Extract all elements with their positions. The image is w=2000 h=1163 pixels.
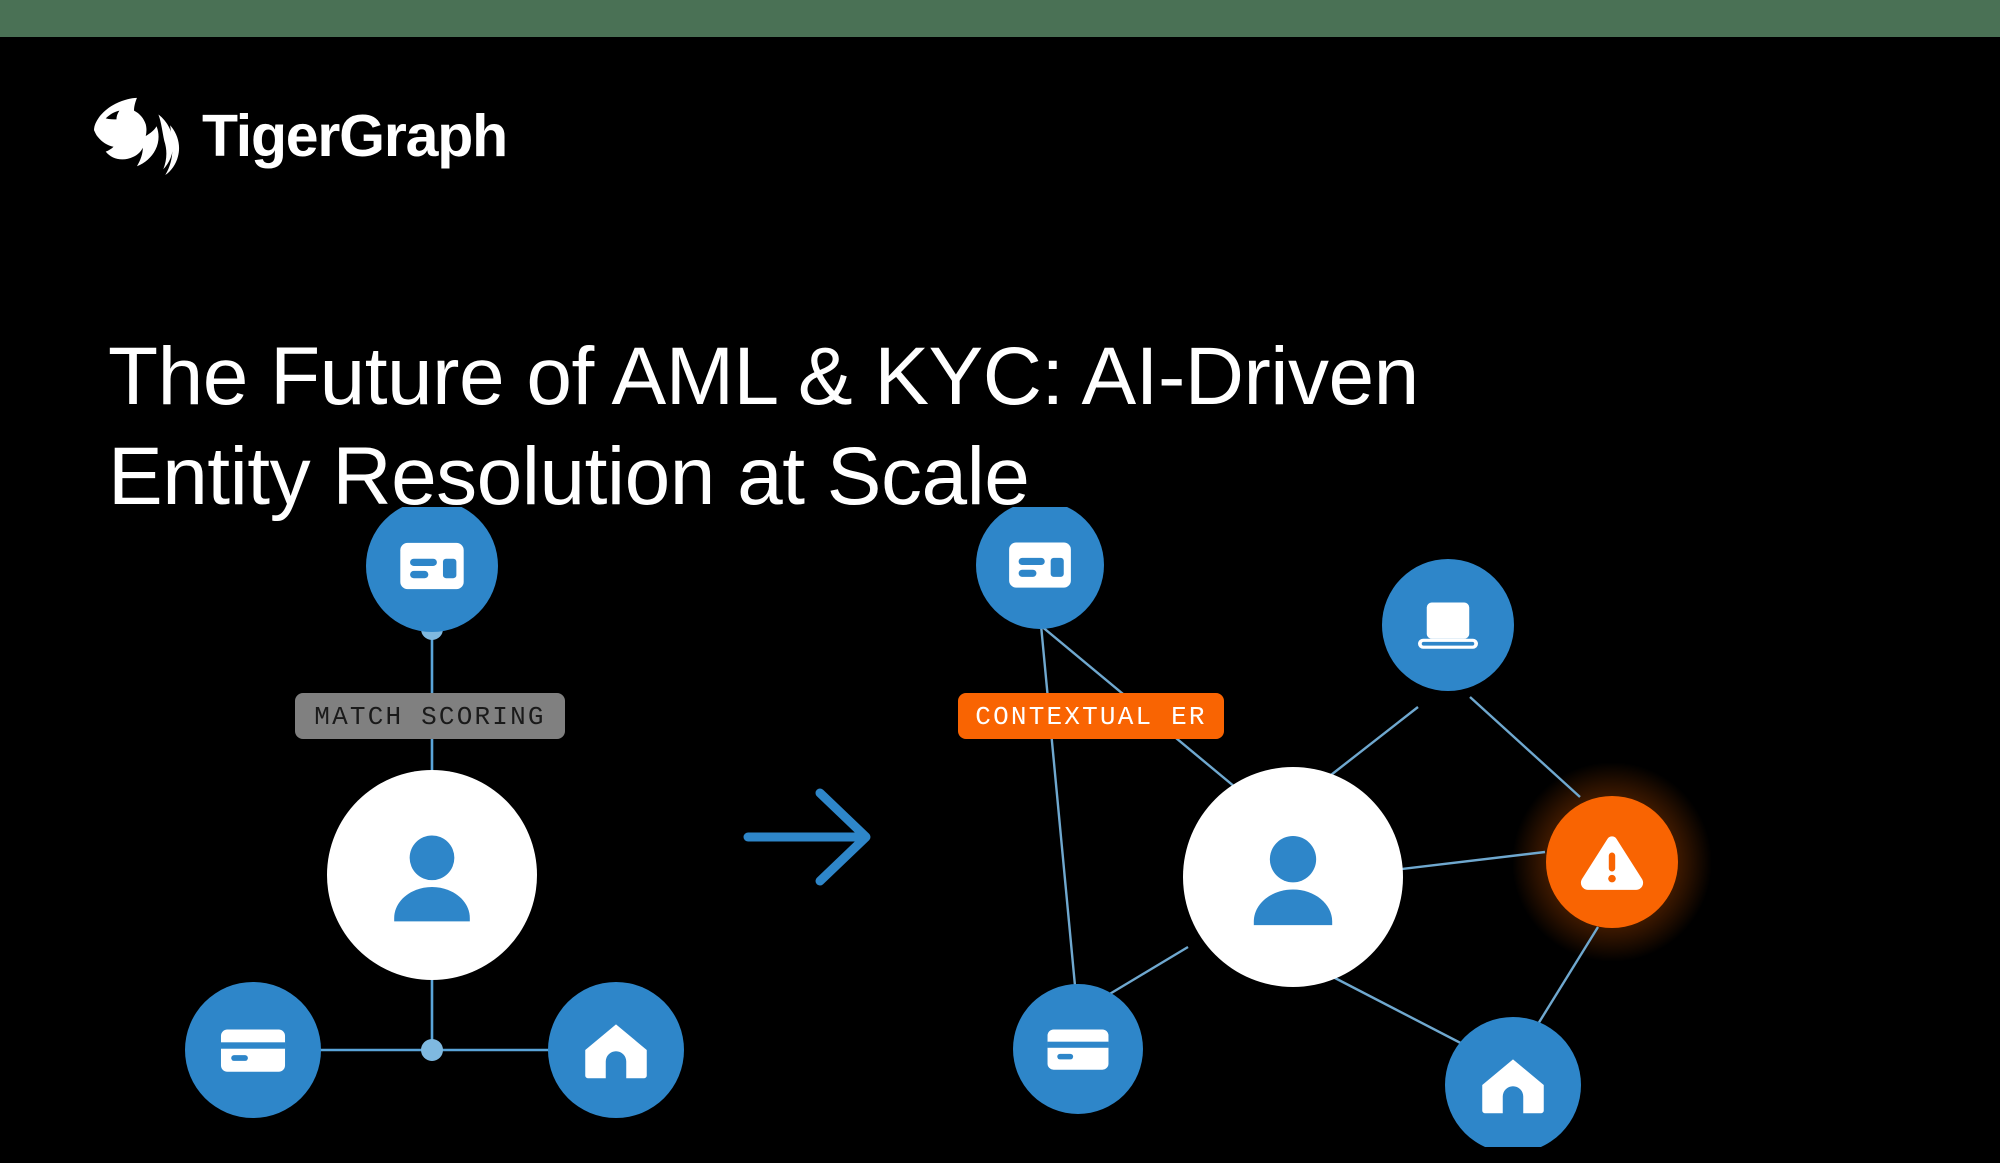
right-node-id-card[interactable] — [976, 507, 1104, 629]
credit-card-icon — [220, 1029, 286, 1072]
right-graph-label-text: CONTEXTUAL ER — [975, 702, 1206, 732]
brand-logo: TigerGraph — [86, 95, 508, 177]
left-node-id-card[interactable] — [366, 507, 498, 632]
left-graph-label-text: MATCH SCORING — [314, 702, 545, 732]
left-node-home[interactable] — [548, 982, 684, 1118]
laptop-icon — [1418, 602, 1478, 649]
left-graph-label[interactable]: MATCH SCORING — [295, 693, 565, 739]
left-node-person[interactable] — [327, 770, 537, 980]
edge-idcard-creditcard — [1039, 624, 1079, 1008]
arrow-head — [815, 788, 871, 886]
left-node-credit-card[interactable] — [185, 982, 321, 1118]
title-line-1: The Future of AML & KYC: AI-Driven — [108, 330, 1419, 422]
credit-card-icon — [1047, 1029, 1109, 1070]
right-node-home[interactable] — [1445, 1017, 1581, 1147]
connector-dot — [421, 1039, 443, 1061]
right-node-credit-card[interactable] — [1013, 984, 1143, 1114]
left-graph: MATCH SCORING — [185, 507, 684, 1118]
id-card-icon — [1009, 542, 1071, 588]
brand-name: TigerGraph — [202, 102, 508, 169]
right-node-alert[interactable] — [1546, 796, 1678, 928]
right-node-laptop[interactable] — [1382, 559, 1514, 691]
entity-resolution-diagram: MATCH SCORING — [0, 507, 2000, 1147]
slide-canvas: TigerGraph The Future of AML & KYC: AI-D… — [0, 37, 2000, 1163]
transition-arrow — [743, 788, 871, 886]
id-card-icon — [400, 542, 464, 590]
edge-person-creditcard — [1097, 945, 1189, 1003]
right-graph-label[interactable]: CONTEXTUAL ER — [958, 693, 1224, 739]
tiger-head-icon — [94, 97, 180, 176]
right-node-person[interactable] — [1183, 767, 1403, 987]
slide-title: The Future of AML & KYC: AI-Driven Entit… — [108, 327, 1558, 527]
title-line-2: Entity Resolution at Scale — [108, 430, 1030, 522]
edge-alert-home — [1528, 926, 1600, 1038]
right-graph: CONTEXTUAL ER — [958, 507, 1712, 1147]
edge-laptop-alert — [1469, 696, 1581, 798]
top-accent-bar — [0, 0, 2000, 37]
